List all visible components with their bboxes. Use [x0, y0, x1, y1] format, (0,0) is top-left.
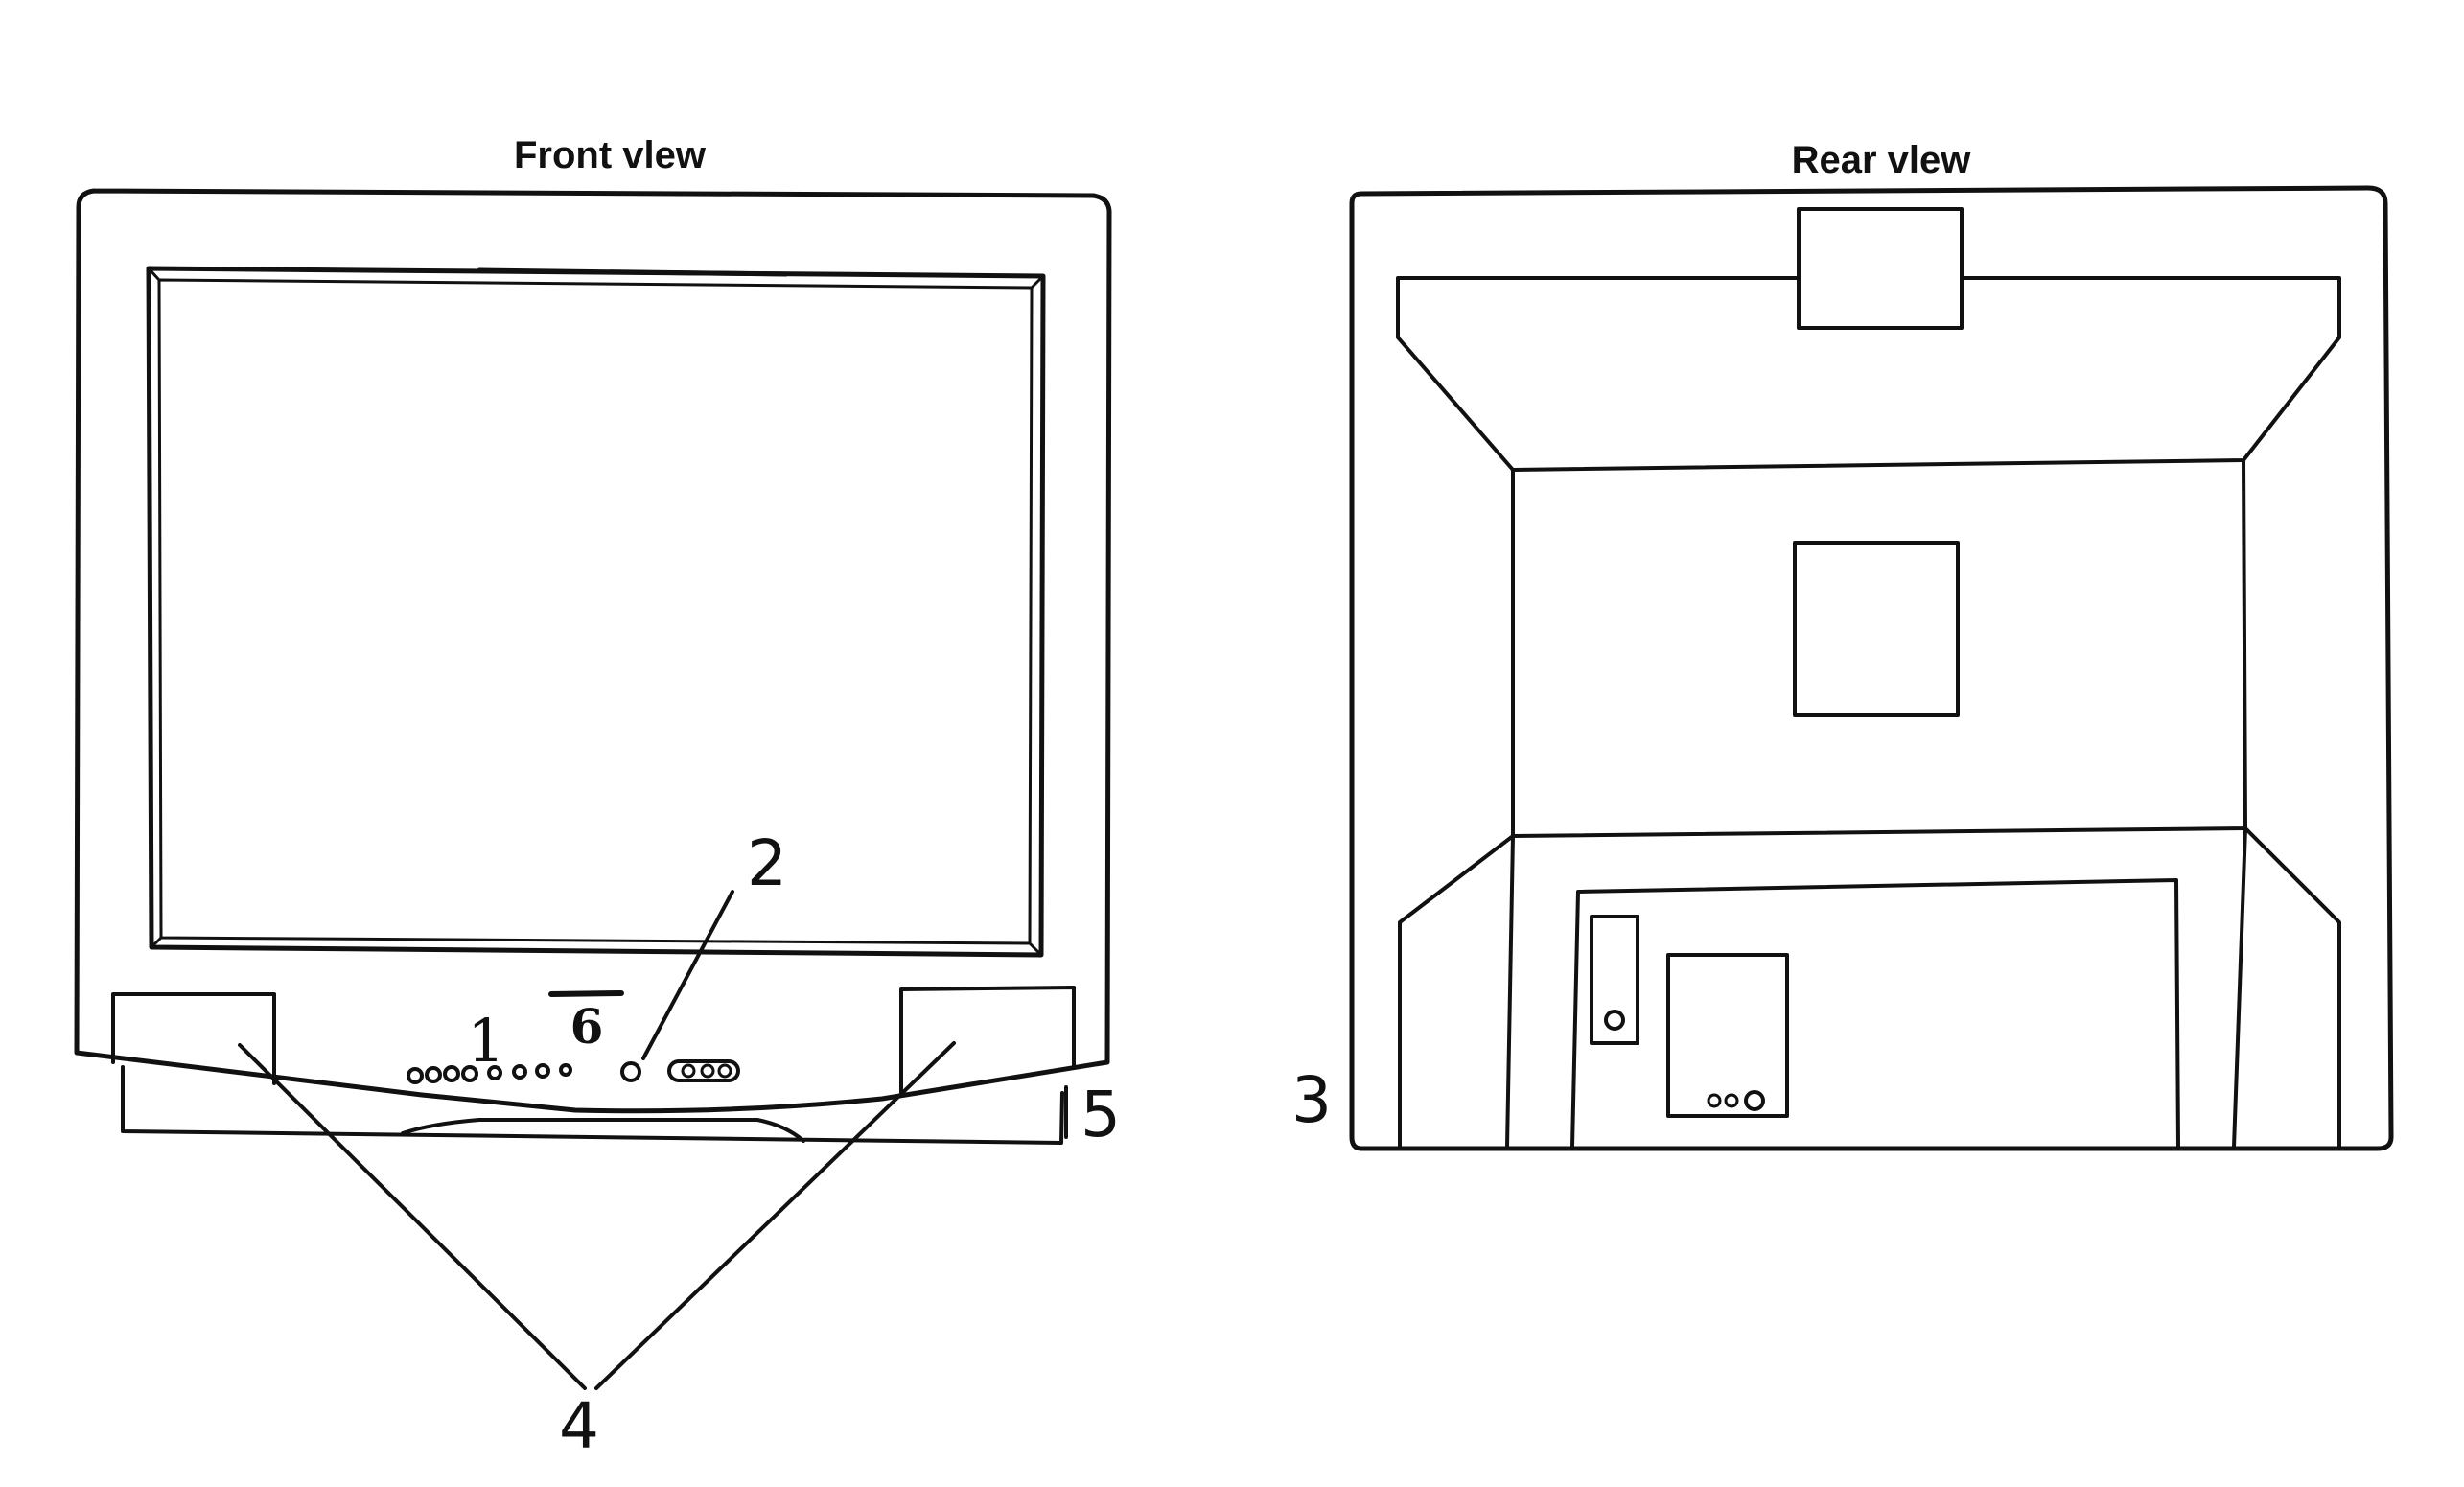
rear-lower-slope [1398, 826, 2341, 1149]
rear-label-box [1793, 541, 1960, 717]
callout-leader-speakers [238, 1041, 956, 1390]
rear-connector-panel [1570, 878, 2180, 1149]
front-bezel-outline [74, 188, 1112, 1114]
callout-6: 6 [570, 998, 604, 1055]
rear-slot-jack [1590, 915, 1639, 1045]
callout-1: 1 [467, 1006, 504, 1076]
front-view-title: Front vlew [514, 134, 707, 176]
front-view: Front vlew [74, 134, 1121, 1463]
front-control-pill [667, 1059, 740, 1082]
front-speaker-left [111, 992, 276, 1085]
rear-top-handle [1797, 207, 1964, 330]
power-button [620, 1061, 641, 1082]
front-stand-base [121, 1065, 1064, 1145]
callout-4: 4 [559, 1389, 599, 1463]
callout-5: 5 [1081, 1078, 1121, 1151]
front-display-slot [548, 990, 624, 997]
rear-terminal-box [1666, 953, 1789, 1118]
callout-3: 3 [1291, 1063, 1332, 1137]
rear-cabinet-outline [1349, 185, 2394, 1151]
rear-upper-slope [1396, 276, 2341, 472]
callout-leader-power [641, 890, 734, 1060]
front-buttons [407, 1063, 572, 1084]
rear-view-title: Rear vlew [1792, 139, 1972, 181]
rear-center-panel [1511, 458, 2247, 838]
front-screen [146, 266, 1046, 958]
rear-view: Rear vlew 3 [1291, 139, 2394, 1151]
front-speaker-right [899, 986, 1076, 1097]
callout-2: 2 [747, 826, 787, 900]
